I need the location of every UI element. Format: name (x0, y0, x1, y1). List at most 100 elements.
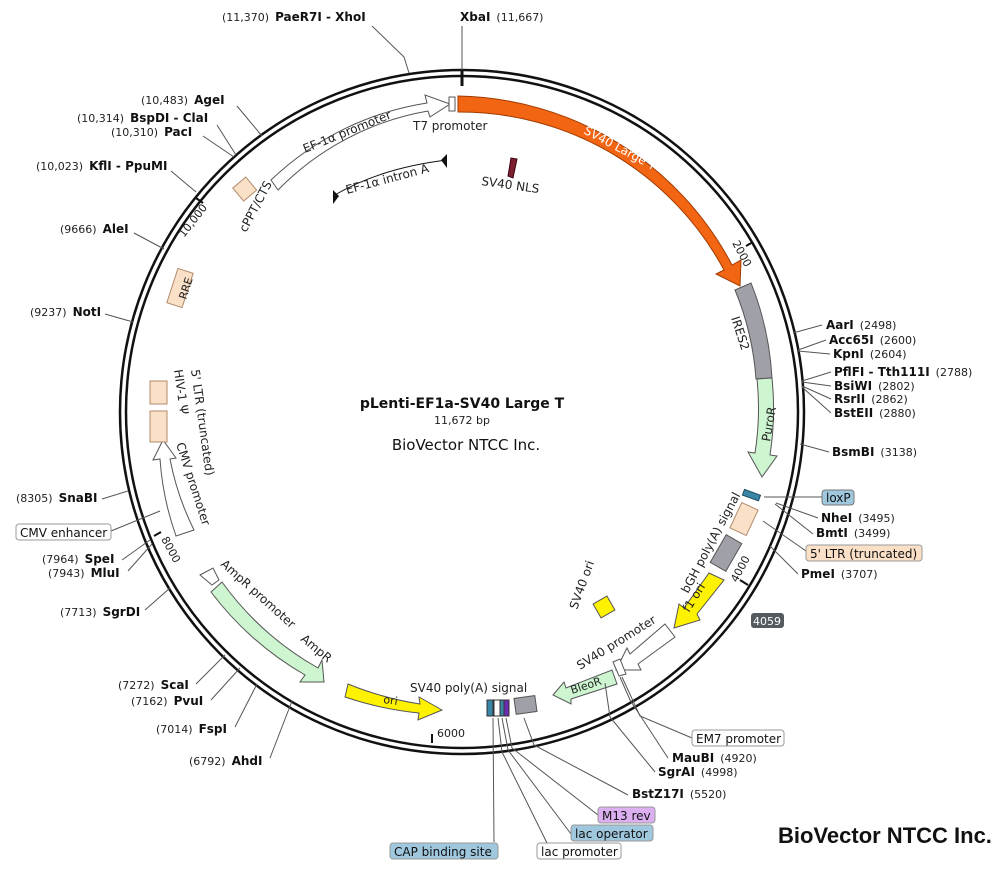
boxed-label-loxp-bg (821, 489, 855, 506)
tick-mark-8000 (153, 531, 162, 537)
feature-ef1a-intron-a-line (332, 159, 448, 197)
leader-bsteii (801, 386, 832, 414)
leader-aari (792, 324, 823, 334)
enzyme-xbai: XbaI(11,667) (460, 10, 543, 24)
boxed-label-lac-promoter-bg (536, 842, 622, 860)
plasmid-size: 11,672 bp (434, 414, 490, 427)
leader-maubi (619, 676, 669, 759)
enzyme-nhei: NheI(3495) (821, 511, 895, 525)
feature-5ltr-right-box (729, 501, 759, 537)
tick-mark-2000 (745, 241, 754, 247)
feature-label-ori: ori (383, 693, 399, 708)
enzyme-pflfi-tth111i: PflFI - Tth111I(2788) (834, 365, 972, 379)
boxed-label-cap-binding: CAP binding site (394, 845, 492, 859)
leader-ahdi (269, 700, 293, 759)
enzyme-fspi: (7014)FspI (156, 722, 227, 736)
feature-sv40-promoter-arrow (615, 623, 676, 671)
boxed-label-5ltr-bg (805, 544, 923, 562)
feature-sv40-polya-block (513, 694, 538, 715)
leader-bsiwi (801, 381, 832, 387)
feature-label-ef1a-intron-a: EF-1α intron A (344, 161, 431, 197)
leader-scai (195, 654, 226, 685)
enzyme-noti: (9237)NotI (30, 305, 101, 319)
feature-sv40-nls-marker (507, 157, 518, 179)
leader-rsrii (801, 385, 832, 400)
enzyme-kfli-ppumi: (10,023)KflI - PpuMI (36, 159, 167, 173)
feature-label-ef1a-promoter: EF-1α promoter (301, 108, 393, 156)
feature-label-t7-promoter: T7 promoter (412, 119, 488, 133)
leader-bspdi-clai (216, 124, 237, 156)
enzyme-snabi: (8305)SnaBI (16, 491, 97, 505)
leader-cmv-enhancer (110, 510, 161, 532)
feature-lac-operator-marker (499, 699, 505, 717)
leader-m13-rev (505, 717, 599, 816)
feature-lac-promoter-marker (493, 699, 501, 717)
feature-m13-rev-marker (503, 699, 510, 717)
leader-agei (236, 105, 263, 137)
boxed-label-lac-promoter: lac promoter (541, 845, 618, 859)
leader-bmti (774, 503, 814, 535)
enzyme-acc65i: Acc65I(2600) (829, 333, 916, 347)
feature-cap-binding-marker (486, 699, 494, 717)
leader-nhei (775, 502, 819, 519)
feature-label-puror: PuroR (759, 406, 779, 443)
enzyme-sgrai: SgrAI(4998) (658, 765, 737, 779)
feature-5ltr-left-box (149, 410, 168, 443)
feature-ori-arrow (344, 683, 444, 721)
enzyme-kpni: KpnI(2604) (833, 347, 906, 361)
tick-label-6000: 6000 (437, 727, 465, 740)
boxed-label-m13-rev: M13 rev (602, 809, 651, 823)
feature-puror-arrow (747, 377, 778, 478)
feature-ampr-arrow (210, 581, 325, 683)
leader-bsmbi (799, 443, 830, 453)
enzyme-bsiwi: BsiWI(2802) (834, 379, 915, 393)
enzyme-bstz17i: BstZ17I(5520) (632, 787, 726, 801)
tick-label-8000: 8000 (158, 534, 183, 565)
backbone-inner-ring (124, 74, 800, 750)
leader-snabi (101, 490, 129, 500)
boxed-label-em7-bg (691, 729, 785, 747)
plasmid-name: pLenti-EF1a-SV40 Large T (360, 396, 565, 412)
leader-cap-binding-site (492, 717, 495, 843)
leader-pmei (769, 545, 799, 575)
enzyme-spei: (7964)SpeI (42, 552, 114, 566)
feature-label-sv40-ori: SV40 ori (567, 559, 597, 611)
enzyme-agei: (10,483)AgeI (141, 93, 225, 107)
boxed-label-5ltr: 5' LTR (truncated) (810, 547, 917, 561)
feature-ampr-promoter-marker (199, 567, 220, 586)
leader-alei (133, 232, 165, 250)
leader-sgrai (604, 682, 656, 773)
plasmid-company: BioVector NTCC Inc. (392, 436, 540, 454)
enzyme-paer7i-xhoi: (11,370)PaeR7I - XhoI (222, 10, 366, 24)
feature-rre-box (166, 267, 194, 309)
enzyme-pmei: PmeI(3707) (801, 567, 877, 581)
feature-ef1a-promoter-arrow (270, 94, 452, 191)
feature-sv40-ori-box (592, 595, 616, 619)
tick-label-10000: 10,000 (176, 202, 210, 240)
enzyme-bmti: BmtI(3499) (816, 526, 890, 540)
boxed-label-loxp: loxP (826, 491, 851, 505)
boxed-label-cmv-enhancer: CMV enhancer (20, 526, 107, 540)
leader-lac-promoter (497, 717, 549, 846)
feature-bgh-polya-block (709, 533, 743, 573)
enzyme-paci: (10,310)PacI (111, 125, 192, 139)
leader-pvui (210, 667, 241, 701)
boxed-label-lac-operator-bg (570, 824, 654, 842)
boxed-label-lac-operator: lac operator (575, 827, 648, 841)
enzyme-pvui: (7162)PvuI (131, 694, 203, 708)
boxed-label-cap-binding-bg (389, 842, 499, 860)
leader-noti (104, 313, 134, 323)
feature-ef1a-intron-a-end-flag (441, 154, 447, 168)
feature-ef1a-intron-a-start-flag (333, 190, 339, 204)
position-badge-bg (751, 613, 784, 628)
feature-bleor-arrow (552, 669, 618, 705)
enzyme-bsmbi: BsmBI(3138) (832, 445, 917, 459)
leader-fspi (234, 683, 258, 728)
leader-bstz17i (523, 717, 629, 796)
backbone-outer-ring (118, 68, 806, 756)
tick-mark-4000 (739, 579, 749, 586)
feature-cppt-cts-box (232, 176, 258, 202)
feature-label-sv40-nls: SV40 NLS (481, 174, 541, 196)
